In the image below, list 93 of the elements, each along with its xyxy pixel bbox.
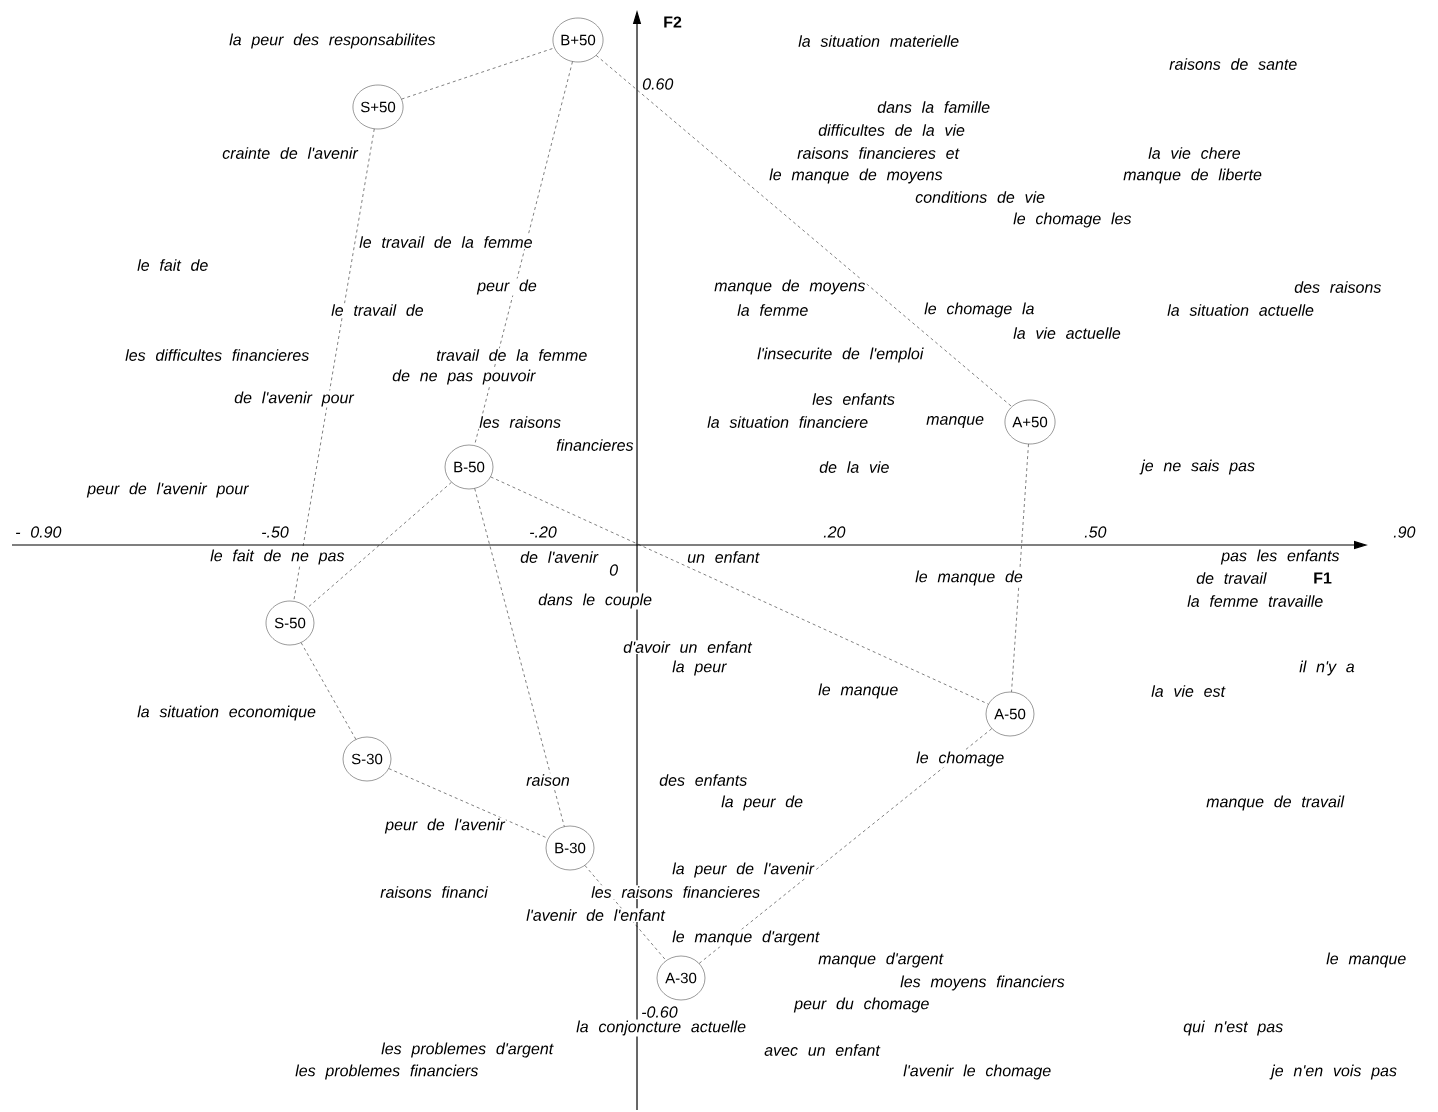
term-label: peur de l'avenir pour: [86, 481, 250, 499]
term-label: je ne sais pas: [1139, 458, 1257, 476]
term-label: manque de moyens: [713, 278, 867, 296]
term-label: de travail: [1195, 571, 1268, 585]
term-label: financieres: [555, 438, 635, 452]
term-label: les moyens financiers: [899, 974, 1066, 992]
term-label: travail de la femme: [435, 348, 589, 362]
term-label: la peur de l'avenir: [671, 861, 815, 879]
term-label: raison: [525, 773, 571, 787]
dashed-line: [293, 128, 375, 602]
tick-label: .50: [1083, 525, 1108, 539]
term-label: crainte de l'avenir: [221, 146, 359, 160]
dashed-line: [401, 47, 555, 100]
tick-label: -.20: [528, 525, 558, 539]
term-label: la femme travaille: [1186, 594, 1325, 608]
term-label: l'avenir le chomage: [902, 1063, 1053, 1081]
term-label: manque d'argent: [817, 951, 945, 969]
term-label: le manque de moyens: [768, 167, 944, 185]
term-label: la vie chere: [1147, 146, 1242, 160]
term-label: la situation actuelle: [1166, 303, 1315, 317]
dashed-line: [474, 488, 565, 827]
term-label: la conjoncture actuelle: [575, 1019, 748, 1037]
term-label: de la vie: [818, 460, 891, 474]
term-label: raisons financi: [379, 885, 489, 899]
term-label: de ne pas pouvoir: [391, 368, 537, 386]
term-label: avec un enfant: [763, 1043, 881, 1057]
term-label: le chomage les: [1012, 211, 1133, 229]
term-label: les difficultes financieres: [124, 348, 311, 362]
axis-name: F1: [1312, 571, 1333, 585]
term-label: la situation materielle: [797, 34, 961, 48]
dashed-line: [307, 482, 452, 608]
term-label: manque: [925, 415, 986, 429]
term-label: la femme: [736, 303, 810, 317]
term-label: la vie actuelle: [1012, 326, 1122, 340]
term-label: le manque d'argent: [671, 929, 821, 947]
tick-label: 0.60: [641, 77, 675, 91]
term-label: dans le couple: [537, 592, 654, 610]
term-label: le manque de: [914, 569, 1024, 587]
tick-label: .90: [1392, 525, 1417, 539]
dashed-line: [584, 865, 667, 961]
term-label: l'avenir de l'enfant: [525, 908, 666, 922]
term-label: peur du chomage: [793, 996, 931, 1014]
tick-label: 0: [608, 563, 620, 577]
term-label: la peur: [671, 659, 728, 677]
term-label: le travail de: [330, 303, 425, 317]
term-label: la situation financiere: [706, 415, 870, 429]
term-label: de l'avenir: [519, 550, 599, 564]
term-label: manque de travail: [1205, 794, 1346, 812]
term-label: peur de: [476, 278, 538, 296]
term-label: le travail de la femme: [358, 235, 534, 249]
term-label: les enfants: [811, 392, 896, 406]
term-label: l'insecurite de l'emploi: [756, 346, 925, 364]
term-label: peur de l'avenir: [384, 817, 506, 835]
term-label: conditions de vie: [914, 190, 1047, 204]
dashed-line: [388, 768, 549, 839]
term-label: un enfant: [686, 550, 761, 564]
term-label: le fait de: [136, 258, 210, 272]
dashed-line: [474, 61, 573, 446]
term-label: pas les enfants: [1220, 548, 1341, 566]
term-label: la peur de: [720, 794, 805, 812]
dashed-line: [1011, 443, 1029, 693]
axis-name: F2: [662, 15, 683, 29]
term-label: le manque: [817, 682, 900, 700]
dashed-line: [698, 728, 993, 964]
term-label: le manque: [1325, 951, 1408, 969]
term-label: dans la famille: [876, 100, 992, 114]
tick-label: -0.60: [640, 1005, 679, 1019]
term-label: les problemes d'argent: [380, 1041, 555, 1059]
term-label: le chomage: [915, 750, 1006, 768]
tick-label: -.50: [260, 525, 290, 539]
term-label: manque de liberte: [1122, 167, 1263, 185]
term-label: d'avoir un enfant: [622, 640, 753, 654]
term-label: qui n'est pas: [1182, 1019, 1285, 1037]
term-label: raisons financieres et: [796, 146, 961, 160]
term-label: difficultes de la vie: [817, 123, 966, 137]
term-label: la vie est: [1150, 684, 1226, 698]
tick-label: - 0.90: [14, 525, 63, 539]
dashed-line: [490, 476, 989, 705]
term-label: de l'avenir pour: [233, 390, 355, 408]
term-label: des raisons: [1293, 280, 1383, 294]
term-label: les raisons financieres: [590, 885, 762, 899]
term-label: je n'en vois pas: [1269, 1063, 1398, 1081]
term-label: les raisons: [478, 415, 562, 429]
term-label: la situation economique: [136, 704, 317, 722]
term-label: il n'y a: [1298, 659, 1356, 677]
term-label: les problemes financiers: [294, 1063, 480, 1081]
term-label: le fait de ne pas: [209, 548, 346, 566]
term-label: la peur des responsabilites: [228, 32, 437, 50]
term-label: des enfants: [658, 773, 749, 787]
tick-label: .20: [822, 525, 847, 539]
term-label: le chomage la: [923, 301, 1036, 319]
term-label: raisons de sante: [1168, 57, 1299, 71]
dashed-line: [300, 642, 357, 740]
